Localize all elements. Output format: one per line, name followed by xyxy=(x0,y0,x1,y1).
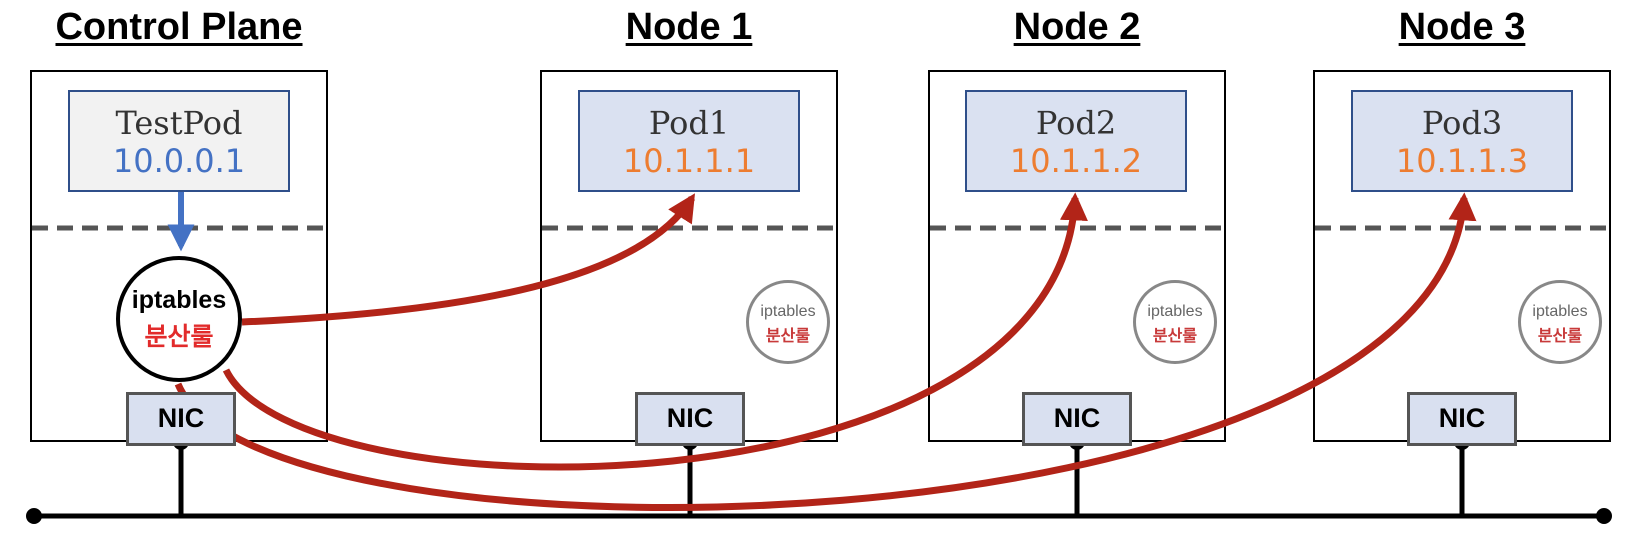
rule-label: 분산룰 xyxy=(144,323,214,351)
pod-ip: 10.1.1.2 xyxy=(1009,142,1143,180)
rule-label: 분산룰 xyxy=(765,328,811,345)
iptables-rule-node1: iptables 분산룰 xyxy=(746,280,830,364)
nic-node2[interactable]: NIC xyxy=(1022,392,1132,446)
rule-label: 분산룰 xyxy=(1537,328,1583,345)
pod-ip: 10.1.1.3 xyxy=(1395,142,1529,180)
bus-end-left xyxy=(26,508,42,524)
bus-end-right xyxy=(1596,508,1612,524)
pod-name: Pod1 xyxy=(648,104,730,142)
node3-title: Node 3 xyxy=(1398,6,1526,48)
control-plane-title: Control Plane xyxy=(55,6,303,48)
pod3[interactable]: Pod3 10.1.1.3 xyxy=(1351,90,1573,192)
route-to-pod3 xyxy=(174,192,1477,511)
pod-ip: 10.0.0.1 xyxy=(112,142,246,180)
iptables-label: iptables xyxy=(1147,303,1203,320)
test-pod[interactable]: TestPod 10.0.0.1 xyxy=(68,90,290,192)
pod-name: Pod2 xyxy=(1035,104,1117,142)
route-to-pod1 xyxy=(241,193,696,326)
nic-node1[interactable]: NIC xyxy=(635,392,745,446)
pod-name: TestPod xyxy=(115,104,243,142)
pod-ip: 10.1.1.1 xyxy=(622,142,756,180)
iptables-label: iptables xyxy=(131,286,227,314)
route-to-pod2 xyxy=(222,192,1088,471)
pod-name: Pod3 xyxy=(1421,104,1503,142)
iptables-rule-control-plane: iptables 분산룰 xyxy=(116,256,242,382)
pod1[interactable]: Pod1 10.1.1.1 xyxy=(578,90,800,192)
iptables-rule-node2: iptables 분산룰 xyxy=(1133,280,1217,364)
iptables-label: iptables xyxy=(1532,303,1588,320)
iptables-rule-node3: iptables 분산룰 xyxy=(1518,280,1602,364)
node1-title: Node 1 xyxy=(625,6,753,48)
rule-label: 분산룰 xyxy=(1152,328,1198,345)
nic-node3[interactable]: NIC xyxy=(1407,392,1517,446)
nic-control-plane[interactable]: NIC xyxy=(126,392,236,446)
iptables-label: iptables xyxy=(760,303,816,320)
node2-title: Node 2 xyxy=(1013,6,1141,48)
pod2[interactable]: Pod2 10.1.1.2 xyxy=(965,90,1187,192)
